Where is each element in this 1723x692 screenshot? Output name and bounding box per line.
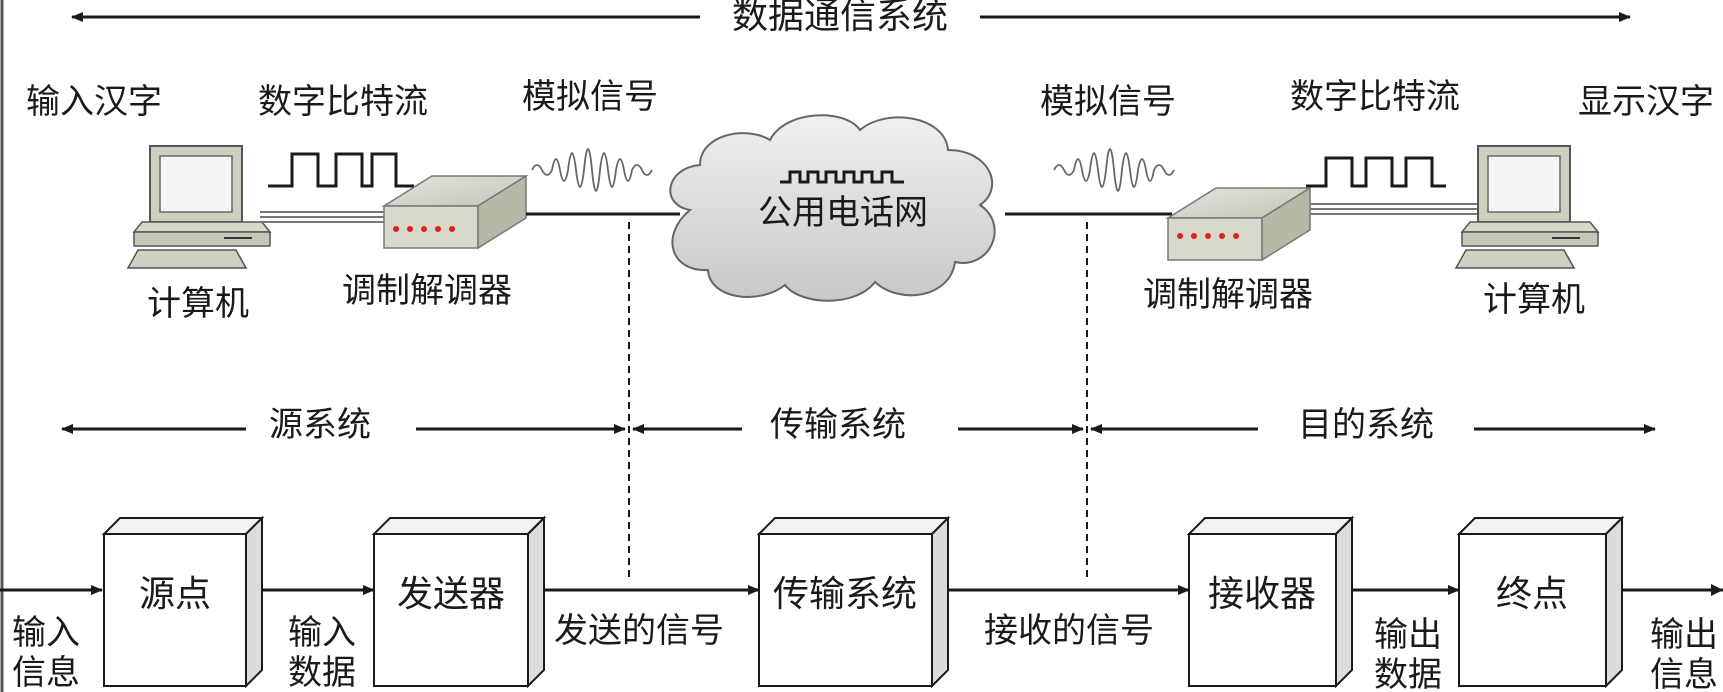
section-span-source: 源系统: [61, 405, 626, 445]
box-transmission-system: 传输系统: [756, 515, 951, 689]
square-wave-left: [268, 152, 414, 188]
analog-wave-left: [531, 148, 653, 192]
modem-label-left: 调制解调器: [342, 271, 512, 311]
output-data-label-line2: 数据: [1374, 655, 1442, 692]
box-receiver: 接收器: [1186, 515, 1355, 689]
cloud-square-wave: [780, 170, 904, 184]
box-end-point: 终点: [1456, 515, 1625, 689]
computer-label-left: 计算机: [147, 284, 249, 324]
section-span-destination: 目的系统: [1090, 405, 1656, 445]
box-source-point: 源点: [101, 515, 265, 689]
output-info-label-line2: 信息: [1650, 655, 1718, 692]
sent-signal-label: 发送的信号: [554, 611, 724, 651]
section-span-transmission: 传输系统: [632, 405, 1084, 445]
output-info-label-line1: 输出: [1650, 615, 1718, 655]
input-data-label-line1: 输入: [288, 613, 356, 653]
modem-icon-right: [1165, 186, 1313, 262]
box-transmitter: 发送器: [371, 515, 547, 689]
modem-icon-left: [381, 174, 529, 250]
box-end-point-label: 终点: [1496, 574, 1568, 615]
network-label: 公用电话网: [758, 193, 928, 233]
received-signal-label: 接收的信号: [984, 611, 1154, 651]
flow-arrow-output-head: [1711, 584, 1723, 596]
flow-arrows: [0, 584, 1723, 596]
display-chars-label: 显示汉字: [1578, 82, 1714, 122]
analog-signal-label-left: 模拟信号: [522, 77, 658, 117]
cable-left: [260, 211, 386, 223]
system-title: 数据通信系统: [732, 0, 948, 37]
input-info-label-line1: 输入: [12, 613, 80, 653]
square-wave-right: [1306, 156, 1446, 188]
digital-stream-label-left: 数字比特流: [258, 82, 428, 122]
input-data-label-line2: 数据: [288, 653, 356, 692]
analog-wave-right: [1053, 148, 1175, 192]
box-transmission-system-label: 传输系统: [773, 574, 917, 615]
modem-label-right: 调制解调器: [1143, 275, 1313, 315]
box-transmitter-label: 发送器: [397, 574, 505, 615]
system-span-arrow: 数据通信系统: [71, 0, 1631, 37]
input-info-label-line2: 信息: [12, 653, 80, 692]
input-chars-label: 输入汉字: [26, 82, 162, 122]
analog-signal-label-right: 模拟信号: [1040, 82, 1176, 122]
section-label-source: 源系统: [269, 405, 371, 445]
computer-icon-right: [1454, 145, 1600, 269]
box-source-point-label: 源点: [139, 574, 211, 615]
computer-icon-left: [126, 145, 272, 269]
output-data-label-line1: 输出: [1374, 615, 1442, 655]
computer-label-right: 计算机: [1483, 280, 1585, 320]
section-label-transmission: 传输系统: [770, 405, 906, 445]
section-label-destination: 目的系统: [1298, 405, 1434, 445]
box-receiver-label: 接收器: [1208, 574, 1316, 615]
cable-right: [1310, 203, 1480, 215]
telephone-network-cloud: 公用电话网: [669, 114, 996, 302]
digital-stream-label-right: 数字比特流: [1290, 77, 1460, 117]
